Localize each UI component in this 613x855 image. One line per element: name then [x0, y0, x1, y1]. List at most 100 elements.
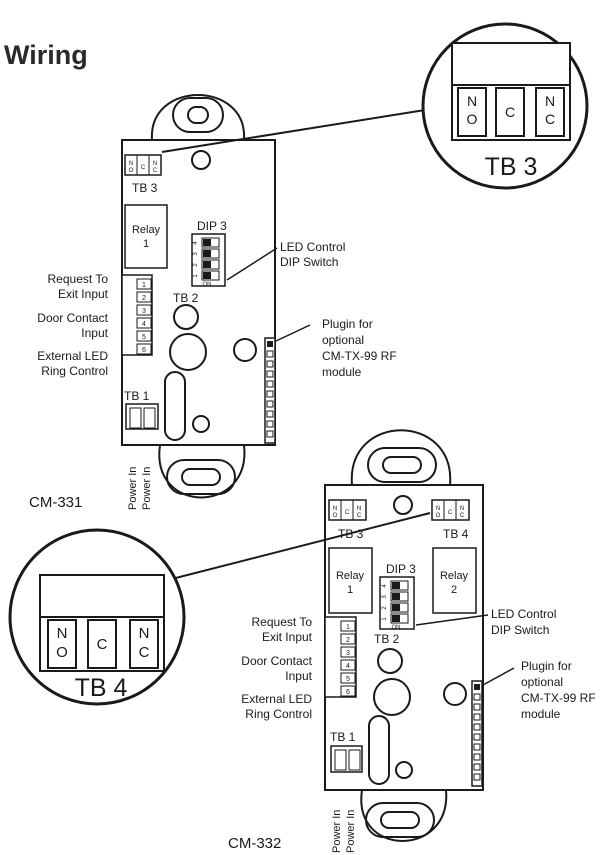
relay-1	[328, 547, 373, 614]
tb3-terminal-block: N O C N C	[328, 499, 367, 521]
component-circle	[377, 648, 403, 674]
plugin-leader	[275, 324, 311, 342]
svg-text:C: C	[545, 111, 555, 127]
tb3-zoom-callout: N O C N C TB 3	[421, 22, 589, 190]
dip-label: DIP 3	[197, 219, 227, 233]
tb2-label: TB 2	[374, 632, 400, 646]
svg-text:3: 3	[382, 595, 388, 599]
relay-1-label: Relay	[132, 224, 161, 236]
board-cm332: N O C N C TB 3 N O C N C TB 4 Relay 1 Re…	[228, 429, 596, 853]
svg-text:N: N	[460, 506, 464, 512]
svg-text:N: N	[436, 506, 440, 512]
relay-1-label: Relay	[336, 570, 365, 582]
svg-text:module: module	[521, 707, 561, 721]
tb2-pin: 1	[142, 282, 146, 289]
svg-text:O: O	[436, 513, 441, 519]
svg-text:N: N	[545, 93, 555, 109]
external-led-label: External LED	[37, 349, 108, 363]
svg-text:optional: optional	[322, 333, 364, 347]
mounting-hole	[395, 761, 413, 779]
svg-text:N: N	[333, 506, 337, 512]
external-led-label: External LED	[241, 692, 312, 706]
svg-text:N: N	[129, 161, 133, 167]
tb2-pin: 2	[346, 637, 350, 644]
rf-plugin-header	[264, 337, 276, 444]
svg-text:N: N	[153, 161, 157, 167]
plugin-label: Plugin for	[322, 317, 373, 331]
svg-text:1: 1	[347, 584, 353, 596]
svg-text:N: N	[467, 93, 477, 109]
tb2-pin: 3	[346, 650, 350, 657]
relay-2-label: Relay	[440, 570, 469, 582]
model-label-cm331: CM-331	[29, 494, 82, 511]
power-in-label: Power In	[345, 810, 357, 853]
svg-text:2: 2	[451, 584, 457, 596]
svg-text:C: C	[505, 104, 515, 120]
svg-text:C: C	[141, 165, 146, 171]
svg-text:optional: optional	[521, 675, 563, 689]
power-in-label: Power In	[331, 810, 343, 853]
mounting-hole	[191, 150, 211, 170]
svg-text:C: C	[97, 636, 108, 653]
tb2-pin: 4	[142, 321, 146, 328]
tb2-pin: 3	[142, 308, 146, 315]
relay-1	[124, 204, 168, 269]
power-in-label: Power In	[127, 467, 139, 510]
svg-text:Input: Input	[81, 326, 108, 340]
tb2-pin: 6	[142, 347, 146, 354]
svg-text:CM-TX-99 RF: CM-TX-99 RF	[521, 691, 596, 705]
top-mounting-ear	[350, 429, 452, 486]
svg-text:C: C	[448, 510, 453, 516]
tb3-callout-line	[161, 109, 426, 153]
svg-text:C: C	[139, 644, 150, 661]
top-mounting-ear	[150, 94, 246, 141]
dip-switch-positions: 4 3 2 1 ON	[382, 580, 409, 631]
svg-text:Exit Input: Exit Input	[58, 287, 109, 301]
tb1-label: TB 1	[330, 730, 356, 744]
svg-text:ON: ON	[392, 625, 401, 631]
svg-text:Ring Control: Ring Control	[41, 364, 108, 378]
tb4-label: TB 4	[443, 527, 469, 541]
capacitor	[164, 371, 186, 441]
svg-text:DIP Switch: DIP Switch	[280, 255, 338, 269]
svg-text:O: O	[56, 644, 68, 661]
relay-2	[432, 547, 477, 614]
led-dip-label: LED Control	[280, 240, 345, 254]
tb4-zoom-callout: N O C N C TB 4	[8, 528, 186, 706]
tb2-label: TB 2	[173, 291, 199, 305]
tb2-pin: 1	[346, 624, 350, 631]
tb2-pin: 5	[142, 334, 146, 341]
request-to-exit-label: Request To	[252, 615, 313, 629]
svg-text:N: N	[57, 625, 68, 642]
tb1-terminal-block	[125, 403, 159, 430]
tb2-pin: 6	[346, 689, 350, 696]
tb4-terminal-block: N O C N C	[431, 499, 470, 521]
buzzer	[373, 678, 411, 716]
door-contact-label: Door Contact	[37, 311, 108, 325]
svg-text:2: 2	[382, 606, 388, 610]
svg-text:O: O	[333, 513, 338, 519]
plugin-label: Plugin for	[521, 659, 572, 673]
dip-label: DIP 3	[386, 562, 416, 576]
svg-text:4: 4	[382, 584, 388, 588]
svg-text:Ring Control: Ring Control	[245, 707, 312, 721]
svg-text:CM-TX-99 RF: CM-TX-99 RF	[322, 349, 397, 363]
tb2-pin: 5	[346, 676, 350, 683]
mounting-hole	[192, 415, 210, 433]
svg-text:2: 2	[193, 263, 199, 267]
component-circle	[443, 682, 467, 706]
svg-text:Exit Input: Exit Input	[262, 630, 313, 644]
svg-text:Input: Input	[285, 669, 312, 683]
tb3-label: TB 3	[132, 181, 158, 195]
tb2-terminal-block: 1 2 3 4 5 6	[340, 620, 356, 697]
svg-text:ON: ON	[203, 282, 212, 288]
svg-text:module: module	[322, 365, 362, 379]
tb3-zoom-caption: TB 3	[485, 153, 538, 181]
tb2-pin: 2	[142, 295, 146, 302]
svg-text:O: O	[467, 111, 478, 127]
svg-text:C: C	[153, 168, 158, 174]
svg-text:1: 1	[382, 617, 388, 621]
bottom-mounting-ear	[360, 789, 448, 842]
door-contact-label: Door Contact	[241, 654, 312, 668]
